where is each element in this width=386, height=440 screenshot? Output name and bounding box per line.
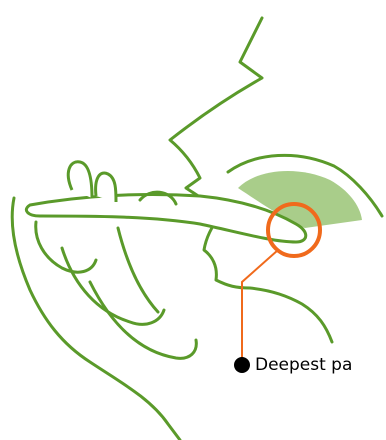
finger-2 — [62, 248, 164, 324]
leader-line — [242, 250, 278, 360]
finger-4 — [118, 228, 158, 312]
callout-label: Deepest pa — [255, 355, 352, 375]
bullet-dot-icon — [234, 357, 250, 373]
thumb — [68, 162, 92, 198]
finger-1 — [36, 222, 96, 272]
